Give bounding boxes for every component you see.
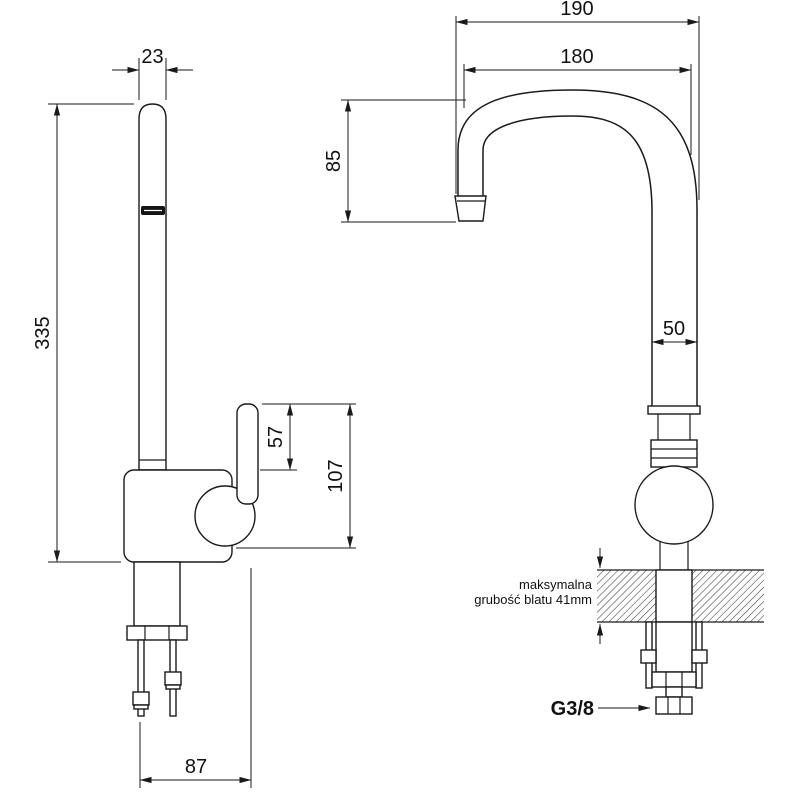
front-handle-sphere (634, 465, 714, 545)
side-mounting-hardware (126, 561, 188, 717)
front-threaded-shank (655, 621, 693, 673)
countertop: maksymalna grubość blatu 41mm (474, 548, 764, 644)
side-stud-nut-right (164, 671, 182, 686)
thread-callout: G3/8 (551, 698, 651, 720)
front-stud-nut-right (691, 649, 708, 664)
side-faucet-body (123, 103, 259, 563)
dim-pipe-width-label: 23 (141, 46, 163, 68)
front-stud-nut-left (640, 649, 657, 664)
dim-overall-width: 190 (455, 0, 700, 200)
thread-label: G3/8 (551, 698, 594, 720)
dim-base-depth: 87 (139, 568, 252, 788)
front-view: maksymalna grubość blatu 41mm 190 (323, 0, 764, 720)
front-mounting-hardware (640, 621, 708, 715)
front-spout-flange (647, 405, 701, 415)
side-spout-pipe (138, 103, 167, 471)
dim-spout-reach-label: 180 (560, 46, 593, 68)
dim-body-width-label: 50 (663, 318, 685, 340)
front-spout-tip (454, 195, 487, 222)
front-g38-nut (655, 696, 693, 715)
side-view: 23 335 57 107 87 (32, 46, 356, 788)
front-faucet-body (454, 89, 714, 570)
front-shank-through-counter (655, 569, 693, 623)
dim-body-width: 50 (651, 318, 698, 346)
front-spout (457, 89, 698, 406)
side-threaded-shank (133, 561, 181, 627)
dim-lever-height: 57 (260, 403, 356, 471)
dim-body-height-label: 107 (325, 459, 347, 492)
dim-spout-reach: 180 (463, 46, 692, 155)
dim-pipe-width: 23 (112, 46, 193, 100)
dim-total-height-label: 335 (32, 316, 54, 349)
side-stud-left (137, 639, 145, 717)
front-hex-nut (651, 671, 697, 688)
side-handle-lever (236, 403, 259, 505)
front-connector-pipe (665, 686, 683, 698)
dim-total-height: 335 (32, 103, 134, 563)
dim-spout-height-label: 85 (323, 150, 345, 172)
side-washer-right (165, 684, 181, 690)
dim-overall-width-label: 190 (560, 0, 593, 20)
dim-body-height: 107 (236, 403, 356, 549)
dim-spout-height: 85 (323, 99, 466, 223)
front-collar (650, 439, 698, 468)
side-stud-nut-left (132, 691, 150, 706)
dim-base-depth-label: 87 (185, 756, 207, 778)
counter-note-line1: maksymalna (519, 577, 593, 592)
side-washer-left (133, 704, 149, 710)
counter-note-line2: grubość blatu 41mm (474, 592, 592, 607)
dim-lever-height-label: 57 (265, 426, 287, 448)
side-mounting-nut (126, 625, 188, 641)
